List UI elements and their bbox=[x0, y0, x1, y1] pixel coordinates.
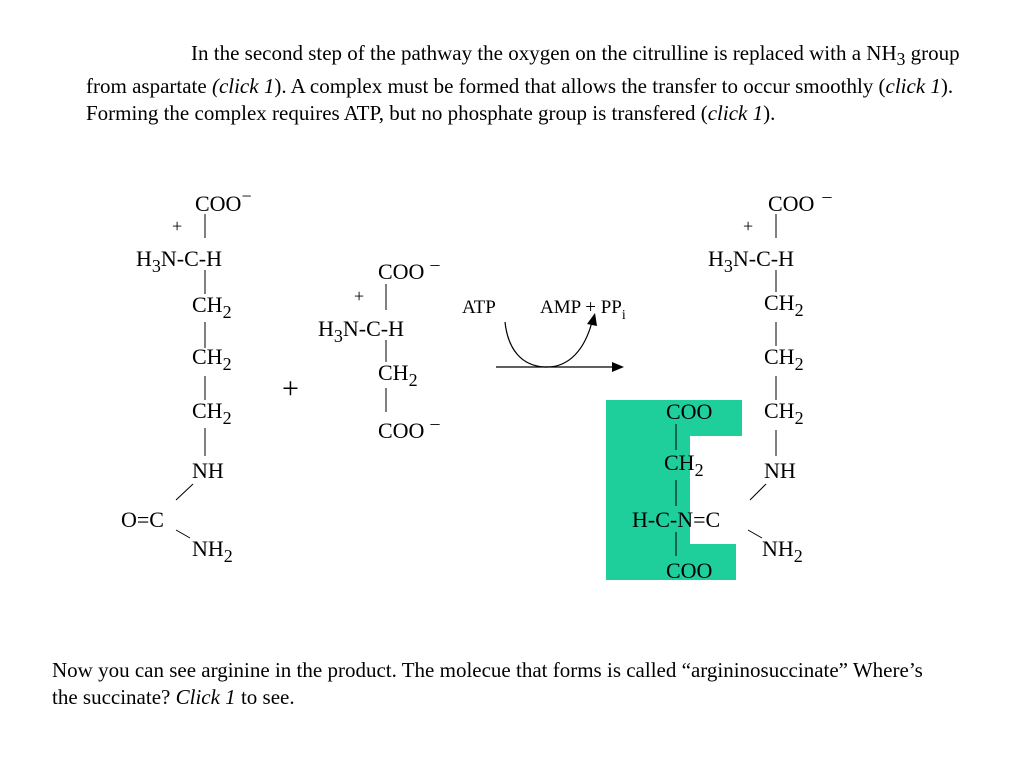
citrulline-amine: H3N-C-H bbox=[136, 246, 222, 276]
product-amine: H3N-C-H bbox=[708, 246, 794, 276]
citrulline-coo: COO− bbox=[195, 186, 252, 216]
product-ch2: CH2 bbox=[764, 398, 804, 428]
product-ch2: CH2 bbox=[764, 290, 804, 320]
aspartate-plus-charge: + bbox=[354, 286, 364, 306]
product-ch2: CH2 bbox=[764, 344, 804, 374]
citrulline-plus-charge: + bbox=[172, 216, 182, 236]
outro-paragraph: Now you can see arginine in the product.… bbox=[52, 658, 923, 709]
amp-ppi-label: AMP + PPi bbox=[540, 297, 626, 323]
bond-line bbox=[175, 529, 191, 539]
aspartate-coo: COO– bbox=[378, 254, 440, 284]
bond-line bbox=[749, 483, 767, 501]
citrulline-ch2: CH2 bbox=[192, 344, 232, 374]
reaction-arrow: ATP AMP + PPi bbox=[462, 297, 626, 372]
product-structure: COO– + H3N-C-H CH2 CH2 CH2 NH NH2 COO CH… bbox=[606, 186, 832, 583]
click-hint: Click 1 bbox=[175, 685, 236, 709]
intro-paragraph: In the second step of the pathway the ox… bbox=[86, 41, 960, 126]
succinate-coo-top: COO bbox=[666, 399, 712, 424]
curved-arrow bbox=[504, 321, 593, 368]
bond-line bbox=[747, 529, 763, 539]
succinate-link: H-C-N=C bbox=[632, 507, 720, 532]
succinate-ch2: CH2 bbox=[664, 450, 704, 480]
aspartate-ch2: CH2 bbox=[378, 360, 418, 390]
arrowhead-icon bbox=[587, 313, 597, 326]
click-hint: click 1 bbox=[885, 74, 941, 99]
arrowhead-icon bbox=[612, 362, 624, 372]
aspartate-amine: H3N-C-H bbox=[318, 316, 404, 346]
aspartate-coo: COO– bbox=[378, 413, 440, 443]
product-plus-charge: + bbox=[743, 216, 753, 236]
citrulline-ch2: CH2 bbox=[192, 398, 232, 428]
plus-sign: + bbox=[282, 372, 299, 405]
succinate-coo-bottom: COO bbox=[666, 558, 712, 583]
bond-line bbox=[175, 483, 194, 501]
citrulline-nh2: NH2 bbox=[192, 536, 233, 566]
succinate-highlight bbox=[606, 400, 742, 580]
product-nh: NH bbox=[764, 458, 796, 483]
click-hint: (click 1 bbox=[211, 74, 275, 99]
citrulline-ch2: CH2 bbox=[192, 292, 232, 322]
citrulline-carbonyl: O=C bbox=[121, 507, 164, 532]
citrulline-nh: NH bbox=[192, 458, 224, 483]
atp-label: ATP bbox=[462, 297, 496, 318]
product-nh2: NH2 bbox=[762, 536, 803, 566]
product-coo: COO– bbox=[768, 186, 832, 216]
aspartate-structure: COO– + H3N-C-H CH2 COO– bbox=[318, 254, 440, 443]
citrulline-structure: COO− + H3N-C-H CH2 CH2 CH2 NH O=C NH2 bbox=[121, 186, 252, 566]
click-hint: click 1 bbox=[707, 101, 764, 126]
